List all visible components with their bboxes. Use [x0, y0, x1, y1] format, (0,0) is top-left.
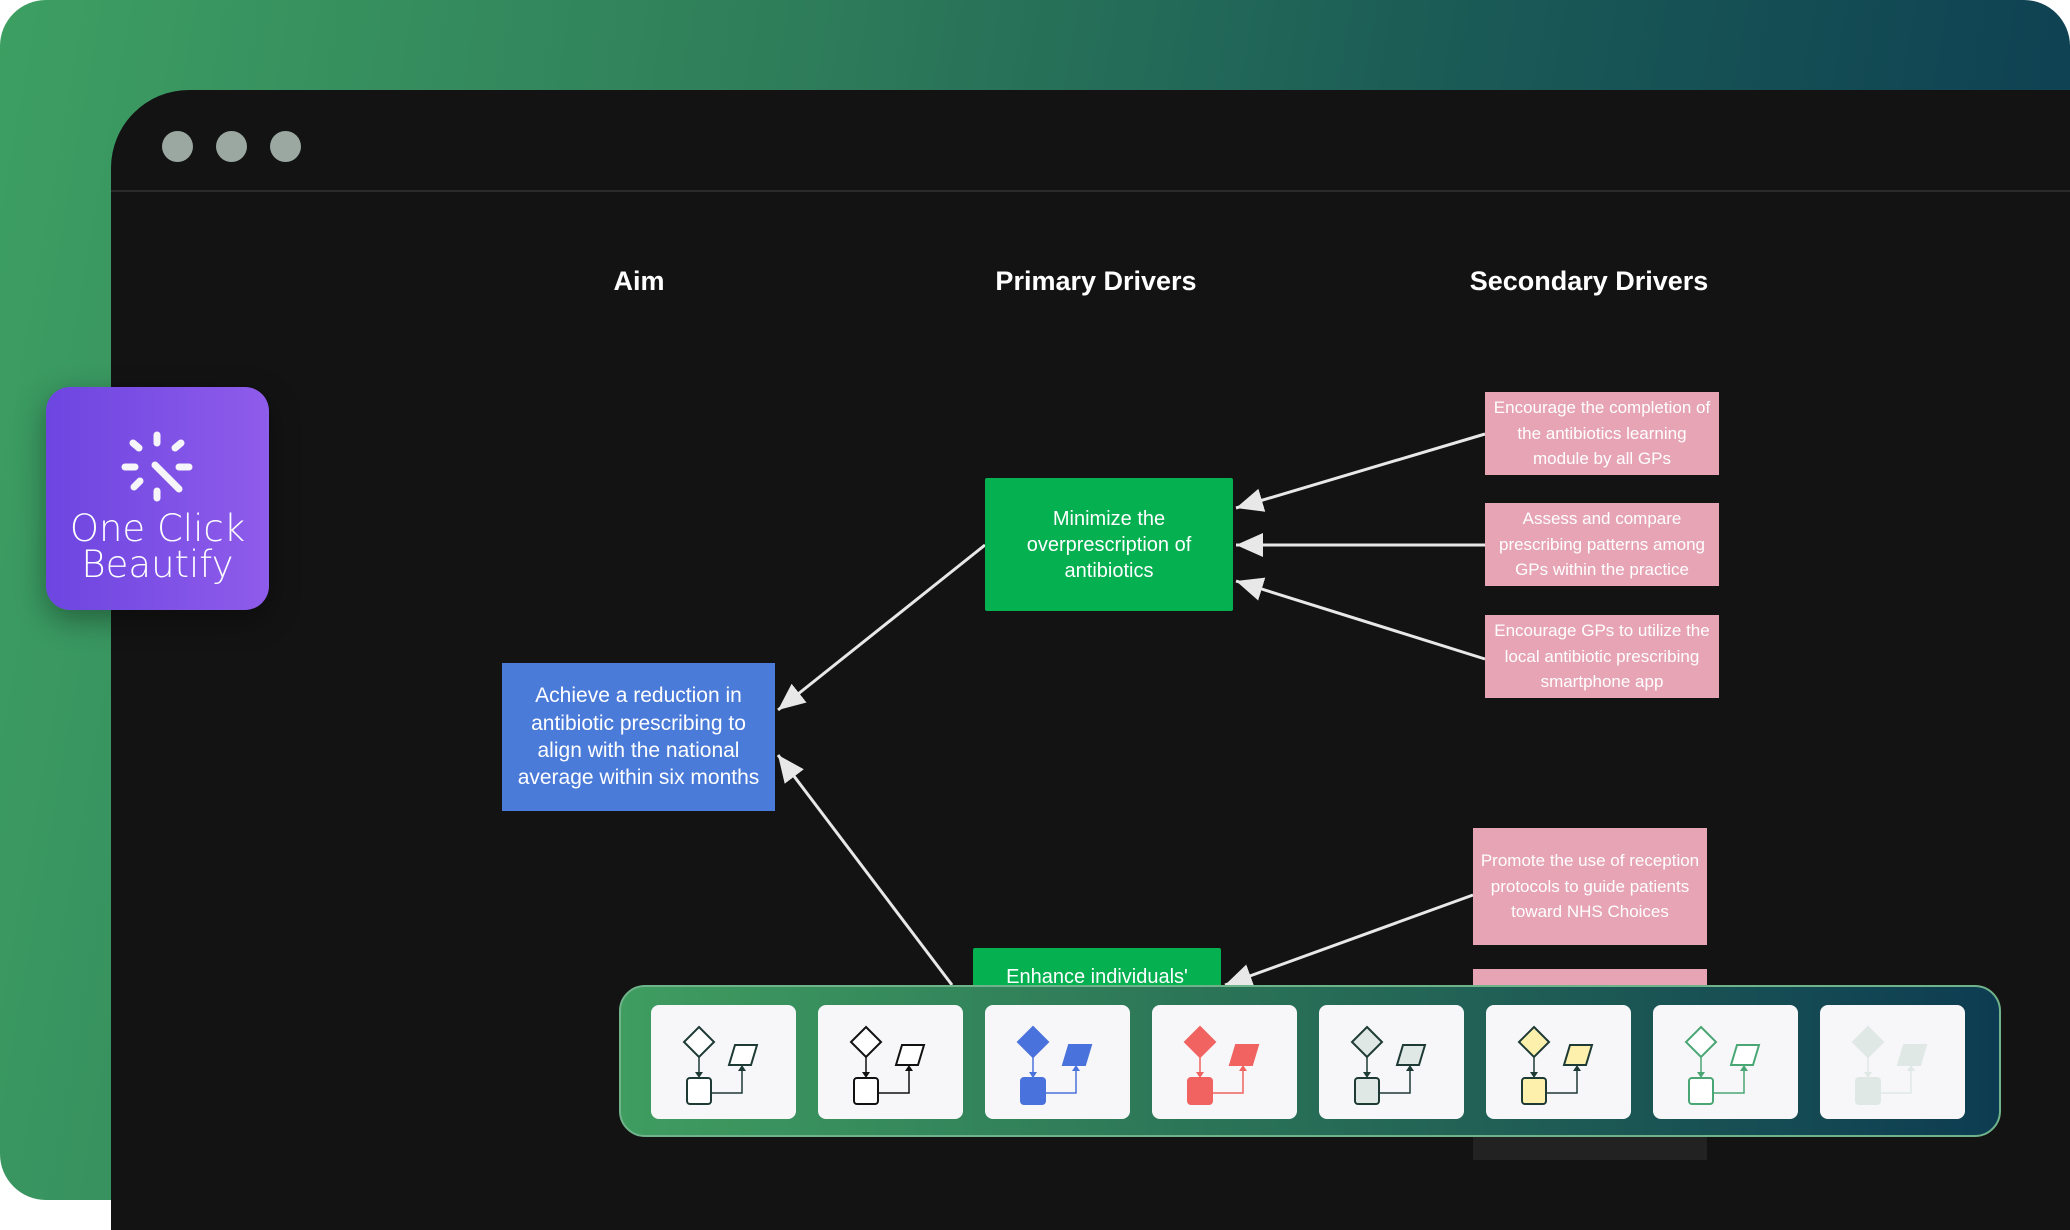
secondary-driver-node[interactable]: Encourage GPs to utilize the local antib…	[1485, 615, 1719, 698]
arrow-primary1-to-aim	[777, 543, 986, 712]
column-header-secondary: Secondary Drivers	[1469, 266, 1709, 296]
theme-toolbar	[619, 985, 2001, 1137]
flowchart-theme-icon	[1851, 1025, 1927, 1105]
flowchart-theme-icon	[1684, 1025, 1760, 1105]
flowchart-theme-icon	[1350, 1025, 1426, 1105]
badge-label-line2: Beautify	[81, 543, 234, 586]
theme-option-red[interactable]	[1152, 1005, 1297, 1119]
secondary-driver-node[interactable]: Encourage the completion of the antibiot…	[1485, 392, 1719, 475]
window-minimize-dot[interactable]	[216, 131, 247, 162]
badge-label-line1: One Click	[69, 507, 246, 550]
flowchart-theme-icon	[1517, 1025, 1593, 1105]
theme-option-green-outline[interactable]	[1653, 1005, 1798, 1119]
flowchart-theme-icon	[682, 1025, 758, 1105]
titlebar-divider	[111, 190, 2070, 192]
connector-lines	[776, 432, 1486, 988]
column-header-aim: Aim	[613, 266, 665, 296]
secondary-driver-node[interactable]: Promote the use of reception protocols t…	[1473, 828, 1707, 945]
theme-option-yellow[interactable]	[1486, 1005, 1631, 1119]
arrow-sec1	[1235, 432, 1486, 512]
flowchart-theme-icon	[1016, 1025, 1092, 1105]
theme-option-blue[interactable]	[985, 1005, 1130, 1119]
arrow-sec3	[1235, 577, 1486, 661]
window-maximize-dot[interactable]	[270, 131, 301, 162]
window-close-dot[interactable]	[162, 131, 193, 162]
arrow-sec4	[1224, 893, 1474, 988]
arrow-primary2-to-aim	[776, 754, 954, 986]
flowchart-theme-icon	[849, 1025, 925, 1105]
secondary-driver-node[interactable]: Assess and compare prescribing patterns …	[1485, 503, 1719, 586]
magic-wand-sparkle-icon	[121, 431, 193, 502]
theme-option-outline-default[interactable]	[651, 1005, 796, 1119]
primary-driver-node[interactable]: Minimize the overprescription of antibio…	[985, 478, 1233, 611]
theme-option-grey[interactable]	[1319, 1005, 1464, 1119]
aim-node[interactable]: Achieve a reduction in antibiotic prescr…	[502, 663, 775, 811]
flowchart-theme-icon	[1183, 1025, 1259, 1105]
theme-option-outline-bold[interactable]	[818, 1005, 963, 1119]
column-header-primary: Primary Drivers	[995, 266, 1197, 296]
theme-option-soft-grey[interactable]	[1820, 1005, 1965, 1119]
